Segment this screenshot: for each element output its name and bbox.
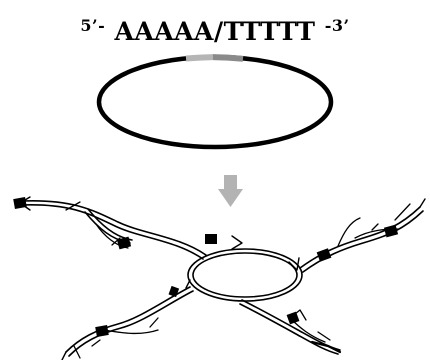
- five-prime-label: 5’-: [80, 16, 106, 35]
- central-circle: [185, 248, 303, 302]
- circular-template: [96, 54, 334, 150]
- sequence-label: 5’- AAAAA/TTTTT -3’: [0, 16, 430, 46]
- rolling-circle-amplification-product: [13, 196, 426, 360]
- primer-end-blocks: [13, 197, 399, 337]
- primer-sequence: AAAAA/TTTTT: [114, 17, 316, 46]
- branch-upper-left: [19, 196, 243, 260]
- three-prime-label: -3’: [324, 16, 350, 35]
- branch-lower-left: [61, 286, 194, 360]
- primer-binding-region-left: [185, 54, 214, 62]
- branch-upper-right: [299, 198, 426, 273]
- branch-lower-right: [239, 299, 342, 355]
- primer-binding-region-right: [212, 54, 244, 62]
- down-arrow-icon: [218, 175, 243, 207]
- template-ring: [96, 54, 334, 150]
